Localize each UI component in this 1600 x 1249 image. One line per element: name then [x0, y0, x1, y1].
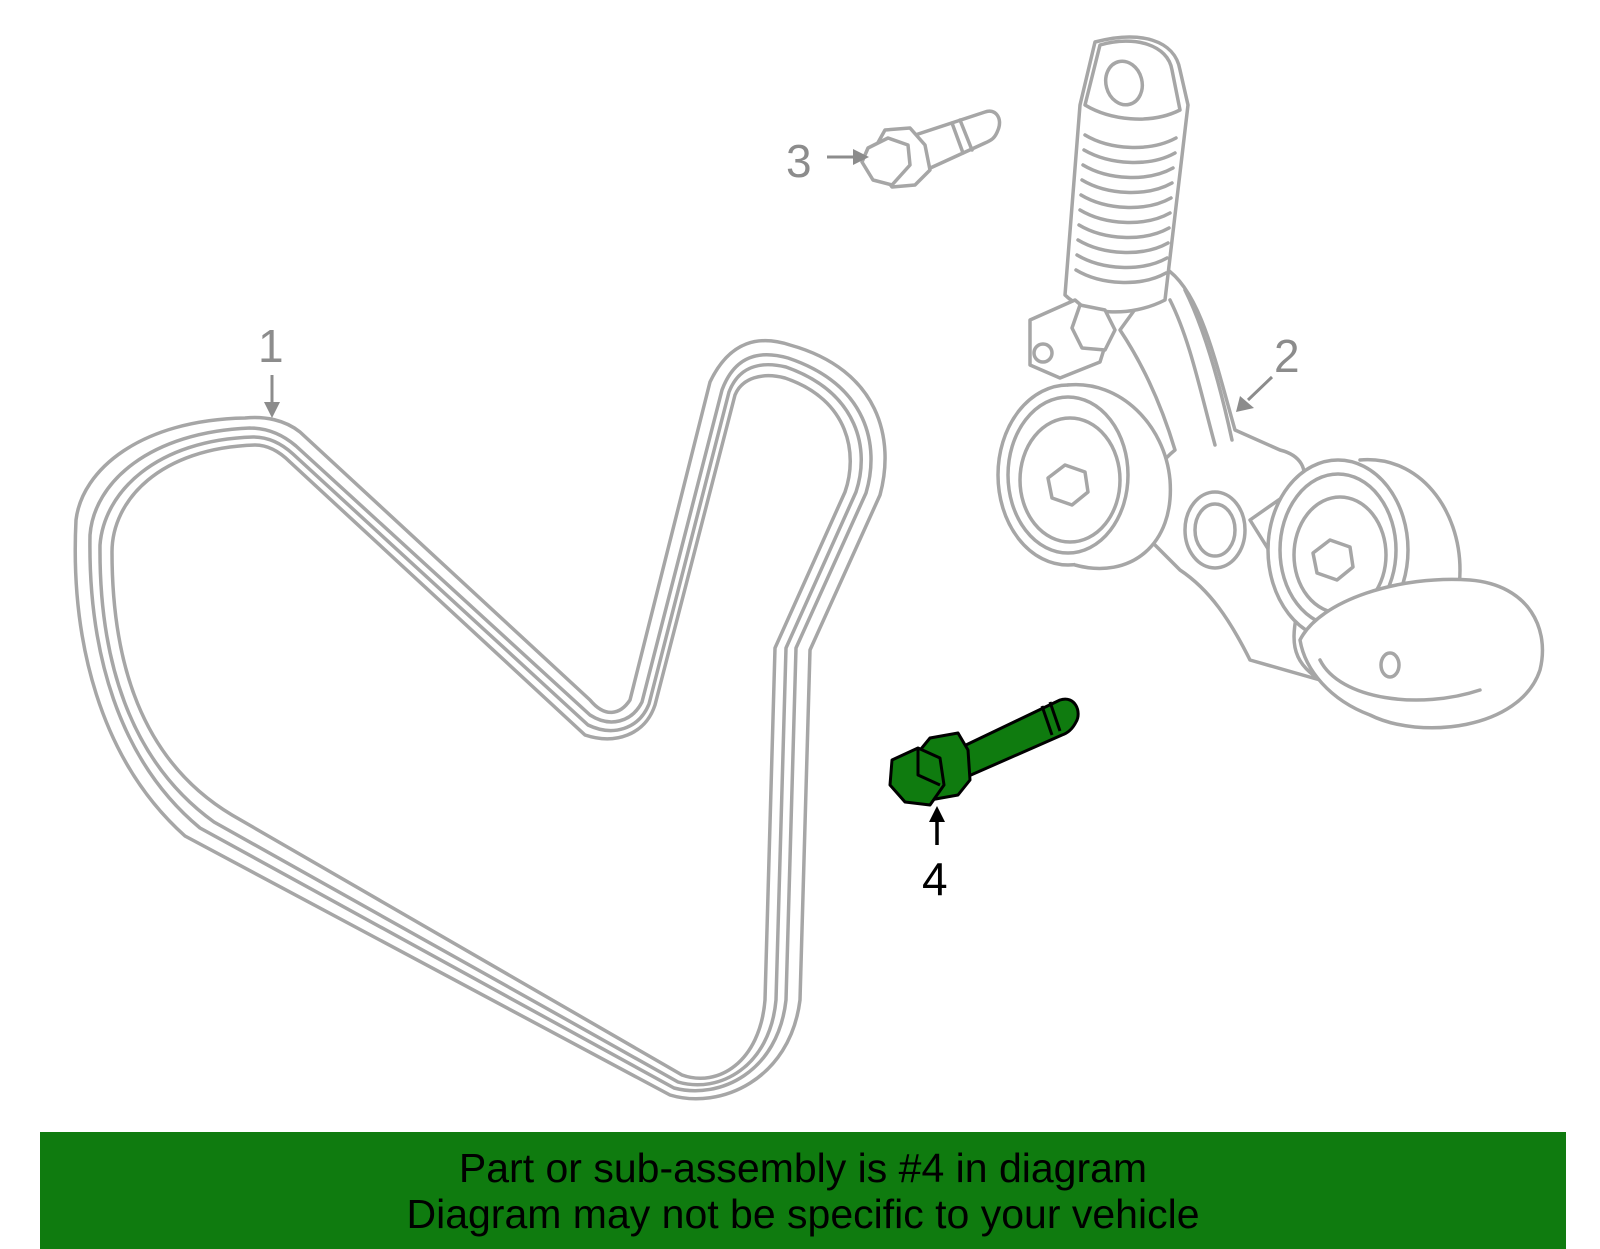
banner-line-part: Part or sub-assembly is #4 in diagram	[458, 1144, 1148, 1191]
belt-tensioner-assembly[interactable]	[996, 35, 1545, 730]
tensioner-bolt[interactable]	[860, 109, 1002, 189]
callout-arrow-1	[264, 375, 280, 418]
callout-number-4: 4	[922, 853, 948, 905]
callout-number-1: 1	[258, 320, 284, 372]
callout-arrow-3	[827, 149, 869, 165]
banner-line-disclaimer: Diagram may not be specific to your vehi…	[406, 1190, 1200, 1237]
highlighted-bolt[interactable]	[888, 697, 1080, 807]
callout-number-3: 3	[786, 135, 812, 187]
callout-arrow-2	[1236, 375, 1274, 412]
serpentine-belt[interactable]	[73, 338, 887, 1101]
callout-arrow-4	[929, 806, 945, 845]
info-banner: Part or sub-assembly is #4 in diagram Di…	[40, 1132, 1566, 1249]
callout-number-2: 2	[1274, 330, 1300, 382]
